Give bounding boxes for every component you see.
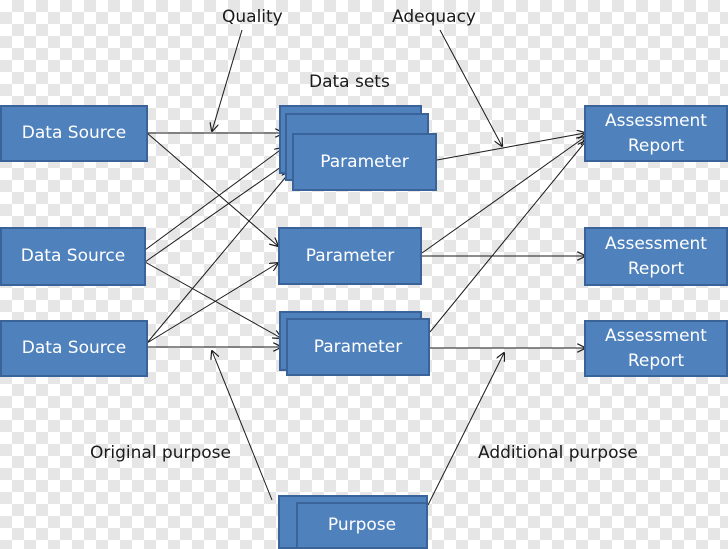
- arrow-parameter2-to-report1: [421, 137, 585, 254]
- report-title: Assessment: [605, 110, 707, 131]
- arrow-dataset-to-report1: [436, 133, 585, 161]
- arrow-parameter3-to-report1: [429, 141, 586, 333]
- arrow-quality: [212, 29, 243, 131]
- arrow-source3-to-dataset: [146, 172, 290, 344]
- report-subtitle: Report: [627, 258, 685, 279]
- arrow-source3-to-parameter2: [146, 263, 278, 344]
- original-purpose-label: Original purpose: [90, 443, 231, 463]
- report-title: Assessment: [605, 325, 707, 346]
- report-title: Assessment: [605, 233, 707, 254]
- data-sets-label: Data sets: [309, 72, 390, 92]
- dataset-parameter-box: Parameter: [292, 133, 437, 191]
- data-source-box-1: Data Source: [0, 105, 148, 162]
- arrow-source2-to-dataset-b: [144, 160, 291, 263]
- parameter-box-3: Parameter: [286, 318, 430, 376]
- data-source-box-2: Data Source: [0, 227, 146, 286]
- report-subtitle: Report: [627, 350, 685, 371]
- arrow-adequacy: [439, 29, 502, 146]
- additional-purpose-label: Additional purpose: [478, 443, 638, 463]
- arrow-original-purpose: [212, 351, 273, 501]
- quality-label: Quality: [222, 7, 283, 27]
- arrow-source2-to-dataset-a: [144, 148, 283, 251]
- arrow-source1-to-parameter2: [146, 132, 278, 246]
- adequacy-label: Adequacy: [392, 7, 476, 27]
- purpose-box: Purpose: [296, 502, 428, 549]
- arrow-additional-purpose: [427, 353, 504, 506]
- data-source-box-3: Data Source: [0, 320, 148, 377]
- arrow-source2-to-parameter3: [144, 261, 281, 338]
- report-subtitle: Report: [627, 135, 685, 156]
- parameter-box-2: Parameter: [278, 227, 422, 285]
